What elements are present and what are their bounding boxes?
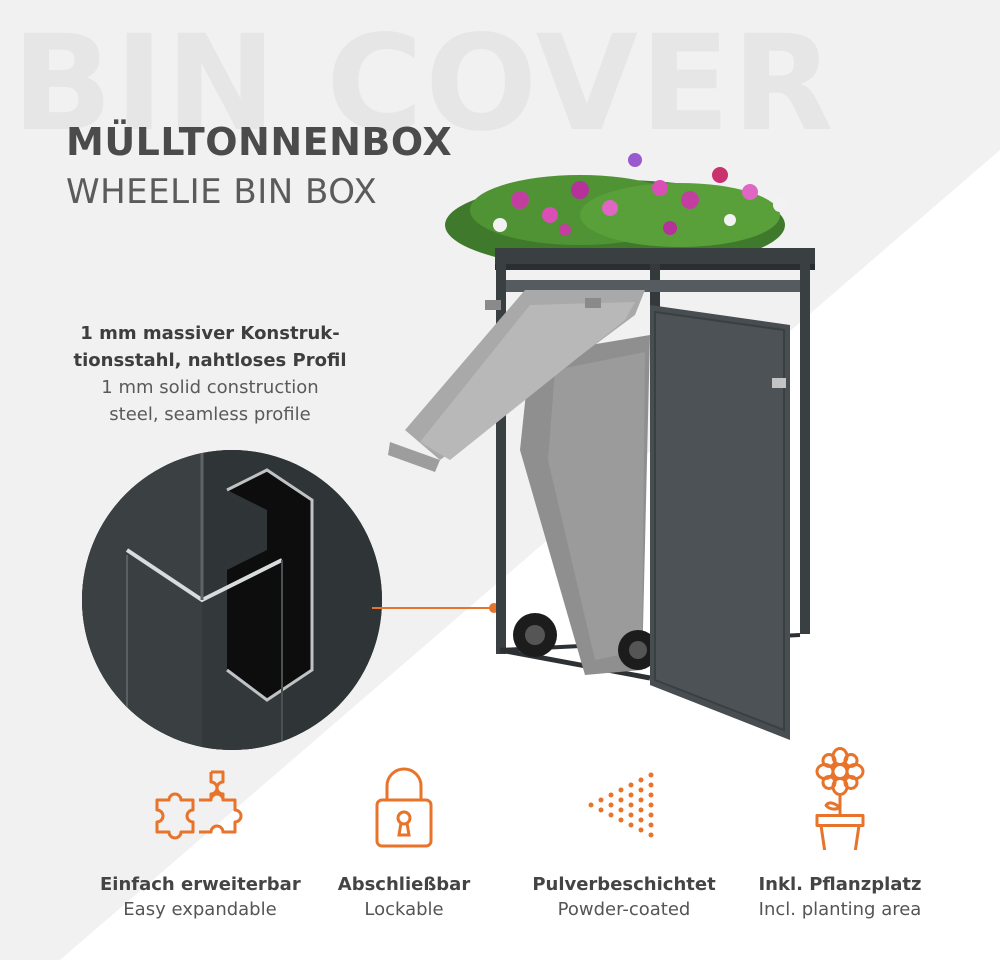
feature-lockable: Abschließbar Lockable (304, 760, 504, 920)
wheelie-bin (388, 290, 658, 675)
feature-planting-area-de: Inkl. Pflanzplatz (758, 874, 922, 895)
feature-lockable-de: Abschließbar (337, 874, 471, 895)
feature-expandable: Einfach erweiterbar Easy expandable (100, 760, 301, 920)
spray-icon (588, 772, 654, 838)
feature-powder-coated: Pulverbeschichtet Powder-coated (524, 760, 724, 920)
bin-box-door (650, 305, 790, 740)
feature-powder-coated-en: Powder-coated (557, 899, 691, 920)
feature-planting-area: Inkl. Pflanzplatz Incl. planting area (740, 747, 940, 920)
feature-powder-coated-de: Pulverbeschichtet (532, 874, 716, 895)
profile-en-line1: 1 mm solid construction (101, 377, 319, 398)
page-title: MÜLLTONNENBOX (66, 120, 453, 164)
feature-expandable-en: Easy expandable (123, 899, 277, 920)
profile-de-line1: 1 mm massiver Konstruk- (80, 323, 340, 344)
bin-box-illustration (388, 153, 815, 740)
profile-de-line2: tionsstahl, nahtloses Profil (73, 350, 347, 371)
feature-planting-area-en: Incl. planting area (758, 899, 922, 920)
profile-en-line2: steel, seamless profile (109, 404, 311, 425)
planter-flowers (445, 153, 787, 270)
feature-lockable-en: Lockable (364, 899, 444, 920)
puzzle-icon (155, 770, 243, 840)
page-subtitle: WHEELIE BIN BOX (66, 172, 378, 212)
steel-profile-illustration (82, 450, 382, 750)
profile-closeup (82, 450, 382, 750)
watermark-text: BIN COVER (12, 7, 836, 161)
flower-pot-icon (815, 747, 865, 861)
profile-description: 1 mm massiver Konstruk- tionsstahl, naht… (60, 320, 360, 428)
feature-expandable-de: Einfach erweiterbar (100, 874, 301, 895)
padlock-icon (375, 767, 433, 848)
features-row: Einfach erweiterbar Easy expandable Absc… (100, 747, 960, 960)
